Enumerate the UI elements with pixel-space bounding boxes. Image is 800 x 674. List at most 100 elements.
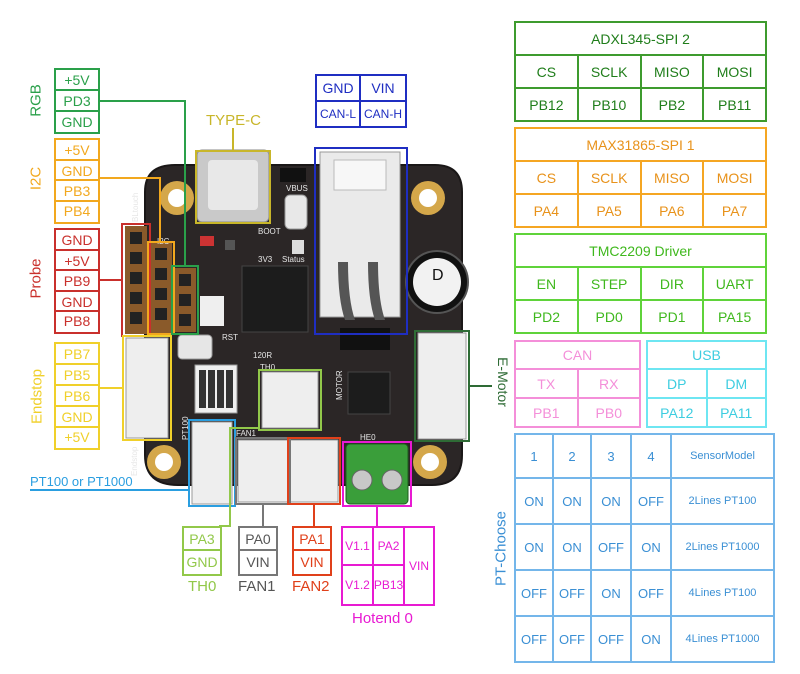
adxl345-table: ADXL345-SPI 2 CS SCLK MISO MOSI PB12 PB1… [514, 21, 767, 122]
fan1-pin-box: PA0 VIN [238, 526, 278, 576]
table-cell: PD0 [576, 299, 642, 334]
table-title: TMC2209 Driver [514, 233, 767, 268]
pt100-label: PT100 or PT1000 [30, 474, 133, 489]
table-header: SCLK [576, 54, 642, 89]
fan2-title: FAN2 [292, 578, 330, 595]
table-header: MISO [639, 160, 705, 195]
table-header: MISO [639, 54, 705, 89]
pt-choose-table: 1 2 3 4 SensorModel ON ON ON OFF 2Lines … [514, 433, 775, 663]
table-header: CS [514, 54, 579, 89]
silk-boot: BOOT [258, 227, 281, 236]
table-title: MAX31865-SPI 1 [514, 127, 767, 162]
table-header: TX [514, 368, 579, 399]
table-cell: PA7 [702, 193, 767, 228]
probe-pin-box: GND +5V PB9 GND PB8 [54, 228, 100, 334]
usb-table: USB DP DM PA12 PA11 [646, 340, 767, 428]
can-connector-pins: GND VIN CAN-L CAN-H [315, 74, 407, 128]
i2c-pin: GND [56, 161, 98, 181]
i2c-pin: PB4 [63, 202, 91, 219]
mounting-hole-icon [160, 181, 194, 215]
table-header: DP [646, 368, 708, 399]
endstop-pin: GND [56, 407, 98, 428]
capacitor-label: D [432, 267, 444, 284]
table-cell: ON [590, 569, 632, 617]
rgb-pin: PD3 [56, 91, 98, 112]
silk-pt100: PT100 [181, 416, 190, 440]
probe-pin: PB9 [56, 271, 98, 292]
table-header: EN [514, 266, 579, 301]
probe-title: Probe [27, 258, 45, 299]
rgb-leader [98, 100, 186, 266]
fan1-title: FAN1 [238, 578, 276, 595]
typec-title: TYPE-C [206, 112, 262, 129]
tmc2209-table: TMC2209 Driver EN STEP DIR UART PD2 PD0 … [514, 233, 767, 334]
rgb-title: RGB [27, 84, 45, 117]
hotend-pin: VIN [408, 559, 429, 573]
th0-title: TH0 [188, 578, 217, 595]
table-cell: ON [514, 477, 554, 525]
table-header: DIR [639, 266, 705, 301]
th0-pin-box: PA3 GND [182, 526, 222, 576]
endstop-pin: PB6 [56, 386, 98, 407]
silk-rst: RST [222, 333, 238, 342]
silk-fan1: FAN1 [236, 429, 257, 438]
endstop-pin-box: PB7 PB5 PB6 GND +5V [54, 342, 100, 450]
table-header: 3 [590, 433, 632, 479]
i2c-pin: PB3 [56, 181, 98, 202]
table-cell: PB10 [576, 87, 642, 122]
th0-pin: GND [186, 554, 218, 570]
th0-leader [219, 427, 259, 527]
endstop-title: Endstop [28, 368, 46, 425]
reset-button-icon [177, 334, 213, 360]
table-title: CAN [514, 340, 641, 370]
mounting-hole-icon [413, 445, 447, 479]
emotor-title: E-Motor [495, 357, 511, 407]
fan1-pin: VIN [246, 554, 270, 570]
th0-outline [258, 369, 322, 431]
mounting-hole-icon [147, 445, 181, 479]
fan2-pin-box: PA1 VIN [292, 526, 332, 576]
silk-he0: HE0 [360, 433, 376, 442]
endstop-pin: PB5 [56, 365, 98, 386]
capacitor-icon [405, 250, 469, 314]
table-cell: PA12 [646, 397, 708, 428]
fan1-connector [237, 439, 289, 503]
can-pin-gnd: GND [317, 76, 361, 102]
table-header: RX [576, 368, 641, 399]
table-cell: OFF [552, 569, 592, 617]
table-row: OFF OFF ON OFF 4Lines PT100 [514, 569, 775, 617]
table-cell: PD1 [639, 299, 705, 334]
silk-3v3: 3V3 [258, 255, 273, 264]
pt-choose-title: PT-Choose [492, 510, 510, 587]
table-cell: PA5 [576, 193, 642, 228]
silk-vbus: VBUS [286, 184, 308, 193]
fan1-pin: PA0 [240, 528, 276, 551]
table-cell: PB0 [576, 397, 641, 428]
boot-button-icon [284, 194, 308, 230]
table-header: SCLK [576, 160, 642, 195]
table-cell: PD2 [514, 299, 579, 334]
rgb-pin: GND [61, 114, 93, 130]
probe-pin: GND [56, 230, 98, 251]
table-cell: 2Lines PT1000 [670, 523, 775, 571]
table-cell: PA11 [705, 397, 767, 428]
pt100-connector [191, 421, 233, 505]
table-cell: OFF [630, 477, 672, 525]
table-header: MOSI [702, 54, 767, 89]
table-cell: PB2 [639, 87, 705, 122]
hotend-pin-box: V1.1 PA2 VIN V1.2 PB13 [341, 526, 435, 606]
table-header: CS [514, 160, 579, 195]
table-cell: ON [630, 523, 672, 571]
table-cell: PA15 [702, 299, 767, 334]
table-cell: ON [590, 477, 632, 525]
table-title: USB [646, 340, 767, 370]
table-header: MOSI [702, 160, 767, 195]
table-cell: ON [552, 477, 592, 525]
th0-connector [261, 371, 319, 429]
can-pin-vin: VIN [361, 76, 405, 102]
table-cell: PB11 [702, 87, 767, 122]
table-header: SensorModel [670, 433, 775, 479]
table-header: 2 [552, 433, 592, 479]
driver-chip [347, 371, 391, 415]
